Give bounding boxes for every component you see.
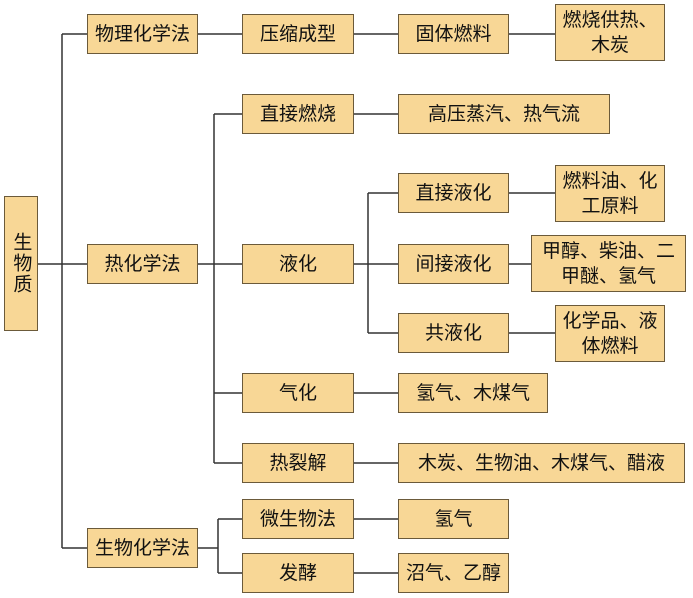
node-thermochemical: 热化学法 <box>87 244 198 284</box>
node-compression-label: 压缩成型 <box>259 22 336 45</box>
node-microbial: 微生物法 <box>242 499 354 539</box>
node-co-liquefaction-label: 共液化 <box>424 321 482 344</box>
node-biogas-ethanol-label: 沼气、乙醇 <box>405 561 501 584</box>
node-fermentation: 发酵 <box>242 553 354 593</box>
node-co-liquefaction: 共液化 <box>398 313 509 353</box>
node-steam: 高压蒸汽、热气流 <box>398 94 610 134</box>
node-heat-charcoal: 燃烧供热、木炭 <box>555 4 665 61</box>
node-chemicals-label: 化学品、液体燃料 <box>562 309 658 357</box>
node-solid-fuel-label: 固体燃料 <box>415 22 492 45</box>
node-steam-label: 高压蒸汽、热气流 <box>427 102 580 125</box>
node-direct-combustion: 直接燃烧 <box>242 94 354 134</box>
node-heat-charcoal-label: 燃烧供热、木炭 <box>562 8 658 56</box>
node-microbial-label: 微生物法 <box>259 507 336 530</box>
node-hydrogen-label: 氢气 <box>434 507 473 530</box>
node-methanol: 甲醇、柴油、二甲醚、氢气 <box>531 235 686 292</box>
node-direct-combustion-label: 直接燃烧 <box>259 102 336 125</box>
node-pyrolysis-products: 木炭、生物油、木煤气、醋液 <box>398 443 685 483</box>
node-fermentation-label: 发酵 <box>278 561 317 584</box>
node-direct-liquefaction-label: 直接液化 <box>415 181 492 204</box>
node-biogas-ethanol: 沼气、乙醇 <box>398 553 509 593</box>
node-solid-fuel: 固体燃料 <box>398 14 509 54</box>
node-root: 生物质 <box>4 196 38 331</box>
node-fuel-oil: 燃料油、化工原料 <box>555 165 665 222</box>
node-methanol-label: 甲醇、柴油、二甲醚、氢气 <box>541 239 675 287</box>
node-indirect-liquefaction: 间接液化 <box>398 244 509 284</box>
node-fuel-oil-label: 燃料油、化工原料 <box>562 169 658 217</box>
node-physical-chemical-label: 物理化学法 <box>94 22 190 45</box>
node-pyrolysis-products-label: 木炭、生物油、木煤气、醋液 <box>417 451 665 474</box>
node-liquefaction-label: 液化 <box>278 252 317 275</box>
node-hydrogen: 氢气 <box>398 499 509 539</box>
node-compression: 压缩成型 <box>242 14 354 54</box>
node-gas-products: 氢气、木煤气 <box>398 373 548 413</box>
node-root-label: 生物质 <box>10 232 33 295</box>
node-gasification: 气化 <box>242 373 354 413</box>
node-direct-liquefaction: 直接液化 <box>398 173 509 213</box>
node-thermochemical-label: 热化学法 <box>104 252 181 275</box>
node-biochemical: 生物化学法 <box>87 528 198 568</box>
node-biochemical-label: 生物化学法 <box>94 536 190 559</box>
node-indirect-liquefaction-label: 间接液化 <box>415 252 492 275</box>
node-pyrolysis: 热裂解 <box>242 443 354 483</box>
node-pyrolysis-label: 热裂解 <box>269 451 327 474</box>
node-liquefaction: 液化 <box>242 244 354 284</box>
node-chemicals: 化学品、液体燃料 <box>555 305 665 362</box>
node-gasification-label: 气化 <box>278 381 317 404</box>
node-gas-products-label: 氢气、木煤气 <box>415 381 530 404</box>
node-physical-chemical: 物理化学法 <box>87 14 198 54</box>
